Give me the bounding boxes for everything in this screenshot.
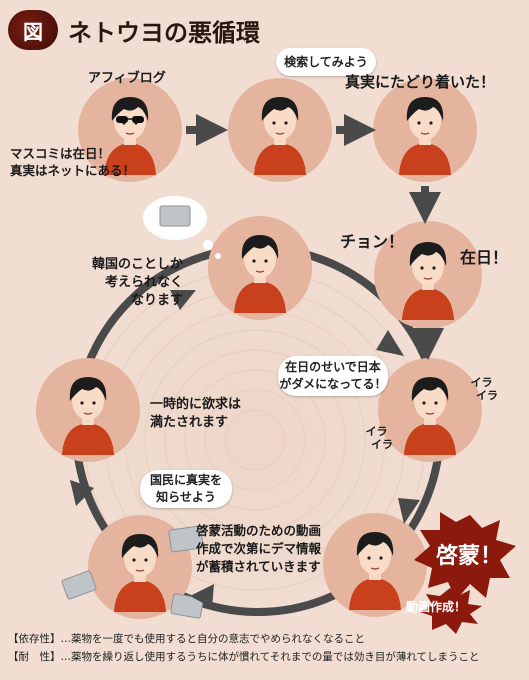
cycle-arrowheads	[70, 290, 420, 608]
label-chon: チョン！	[340, 232, 405, 251]
footer-notes: 【依存性】…薬物を一度でも使用すると自分の意志でやめられなくなること 【耐 性】…	[8, 630, 524, 666]
ira-label-2: イラ イラ	[365, 425, 394, 451]
label-zainichi: 在日！	[460, 248, 509, 267]
page-title: ネトウヨの悪循環	[68, 18, 260, 47]
label-truth: 真実にたどり着いた！	[345, 73, 496, 91]
burst-icon	[414, 512, 516, 634]
caption-korea: 韓国のことしか 考えられなく なります	[92, 257, 184, 308]
bubble-search: 検索してみよう	[276, 48, 376, 76]
title-badge: 図	[8, 10, 58, 50]
flow-arrows	[186, 114, 444, 360]
burst-label-big: 啓蒙！	[436, 544, 503, 569]
footer-line-tolerance: 【耐 性】…薬物を繰り返し使用するうちに体が慣れてそれまでの量では効き目が薄れて…	[8, 651, 480, 663]
people	[61, 96, 457, 613]
sunglasses-icon	[116, 116, 128, 123]
ira-label-1: イラ イラ	[470, 376, 499, 402]
burst-label-small: 動画作成！	[406, 600, 467, 614]
quote-affiliate-blog: マスコミは在日！ 真実はネットにある！	[10, 146, 136, 178]
title-bar: 図 ネトウヨの悪循環	[8, 8, 308, 52]
bubble-irritated: 在日のせいで日本 がダメになってる！	[278, 356, 388, 396]
label-affiliate-blog: アフィブログ	[88, 71, 166, 86]
caption-satisfied: 一時的に欲求は 満たされます	[150, 397, 242, 430]
caption-video: 啓蒙活動のための動画 作成で次第にデマ情報 が蓄積されていきます	[196, 523, 322, 574]
thought-bubble-icon	[143, 196, 221, 259]
footer-line-dependence: 【依存性】…薬物を一度でも使用すると自分の意志でやめられなくなること	[8, 633, 365, 645]
bubble-spread: 国民に真実を 知らせよう	[140, 470, 232, 508]
laptop-icons	[61, 525, 204, 619]
